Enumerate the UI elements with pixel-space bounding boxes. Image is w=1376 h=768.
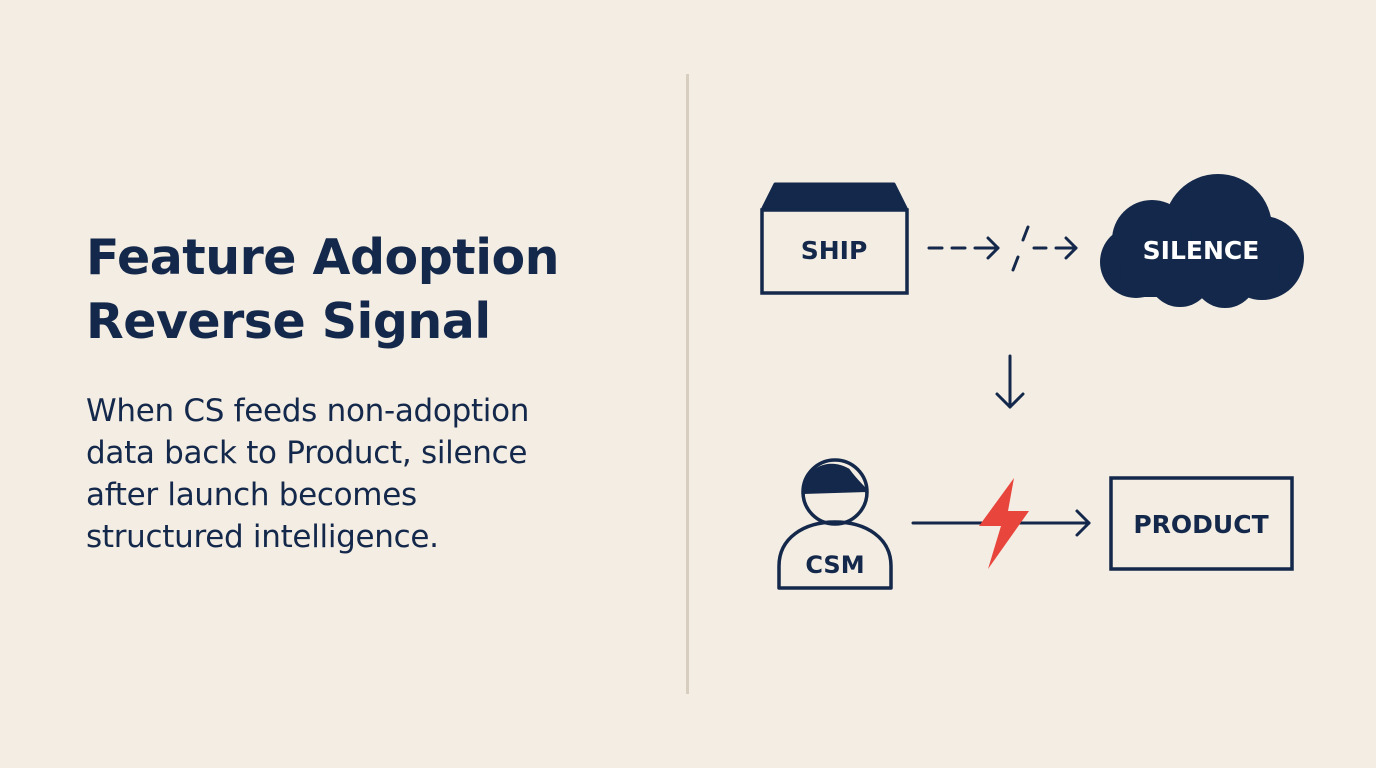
arrow-down-icon [995,354,1025,409]
description-line-1: When CS feeds non-adoption [86,393,530,429]
silence-label: SILENCE [1143,236,1260,265]
broken-dashed-arrow [927,225,1078,272]
arrow-right-icon [1064,236,1078,260]
ship-node: SHIP [760,182,909,295]
ship-label: SHIP [801,236,868,265]
csm-label: CSM [805,551,864,579]
box-icon [760,182,909,295]
title-line-2: Reverse Signal [86,293,491,350]
arrow-right-icon [986,236,1000,260]
cloud-icon [1100,174,1304,308]
person-icon [777,458,893,590]
lightning-bolt-icon [979,478,1029,569]
silence-node: SILENCE [1100,174,1304,308]
text-panel: Feature Adoption Reverse Signal When CS … [86,226,646,558]
page-title: Feature Adoption Reverse Signal [86,226,646,354]
description-line-4: structured intelligence. [86,519,439,555]
description-line-3: after launch becomes [86,477,417,513]
title-line-1: Feature Adoption [86,229,560,286]
description-line-2: data back to Product, silence [86,435,528,471]
arrow-right-icon [1075,509,1091,537]
description: When CS feeds non-adoption data back to … [86,390,586,558]
vertical-divider [686,74,689,694]
product-label: PRODUCT [1133,510,1268,539]
csm-node: CSM [777,458,893,590]
product-node: PRODUCT [1109,476,1294,571]
